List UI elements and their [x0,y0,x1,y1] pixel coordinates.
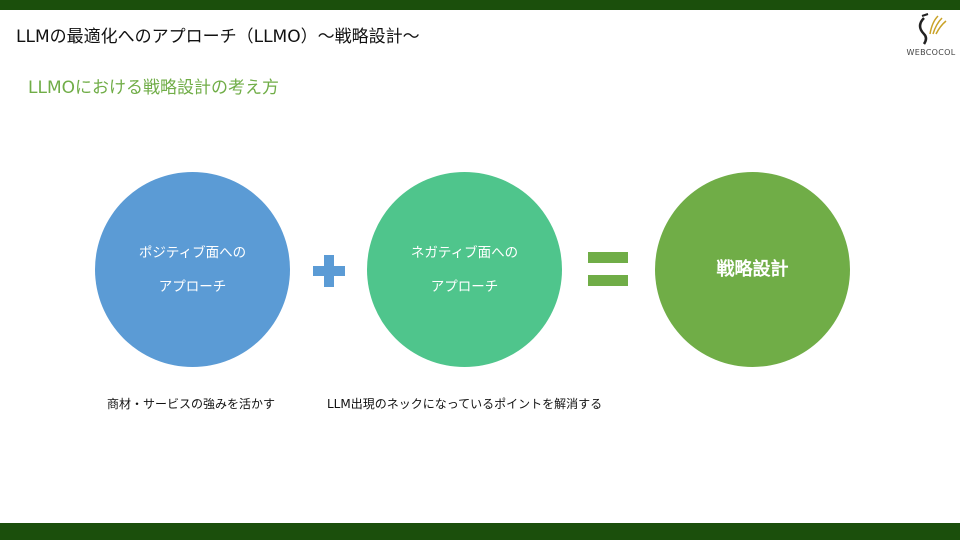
negative-approach-circle: ネガティブ面への アプローチ [367,172,562,367]
equals-icon-bottom [588,275,628,286]
bird-icon [918,13,947,45]
positive-approach-circle: ポジティブ面への アプローチ [95,172,290,367]
negative-line1: ネガティブ面への [410,244,519,261]
bottom-bar [0,523,960,540]
negative-caption: LLM出現のネックになっているポイントを解消する [327,397,603,411]
strategy-circle: 戦略設計 [655,172,850,367]
logo-text: WEBCOCOL [906,48,956,57]
equals-icon-top [588,252,628,263]
positive-line1: ポジティブ面への [138,244,247,261]
strategy-label: 戦略設計 [716,258,789,280]
negative-line2: アプローチ [430,278,499,295]
positive-caption: 商材・サービスの強みを活かす [107,397,276,411]
top-bar [0,0,960,10]
plus-icon [313,255,345,287]
positive-line2: アプローチ [158,278,227,295]
webcocol-logo: WEBCOCOL [902,12,960,62]
page-title: LLMの最適化へのアプローチ（LLMO）～戦略設計～ [16,27,420,47]
section-subtitle: LLMOにおける戦略設計の考え方 [28,78,279,98]
